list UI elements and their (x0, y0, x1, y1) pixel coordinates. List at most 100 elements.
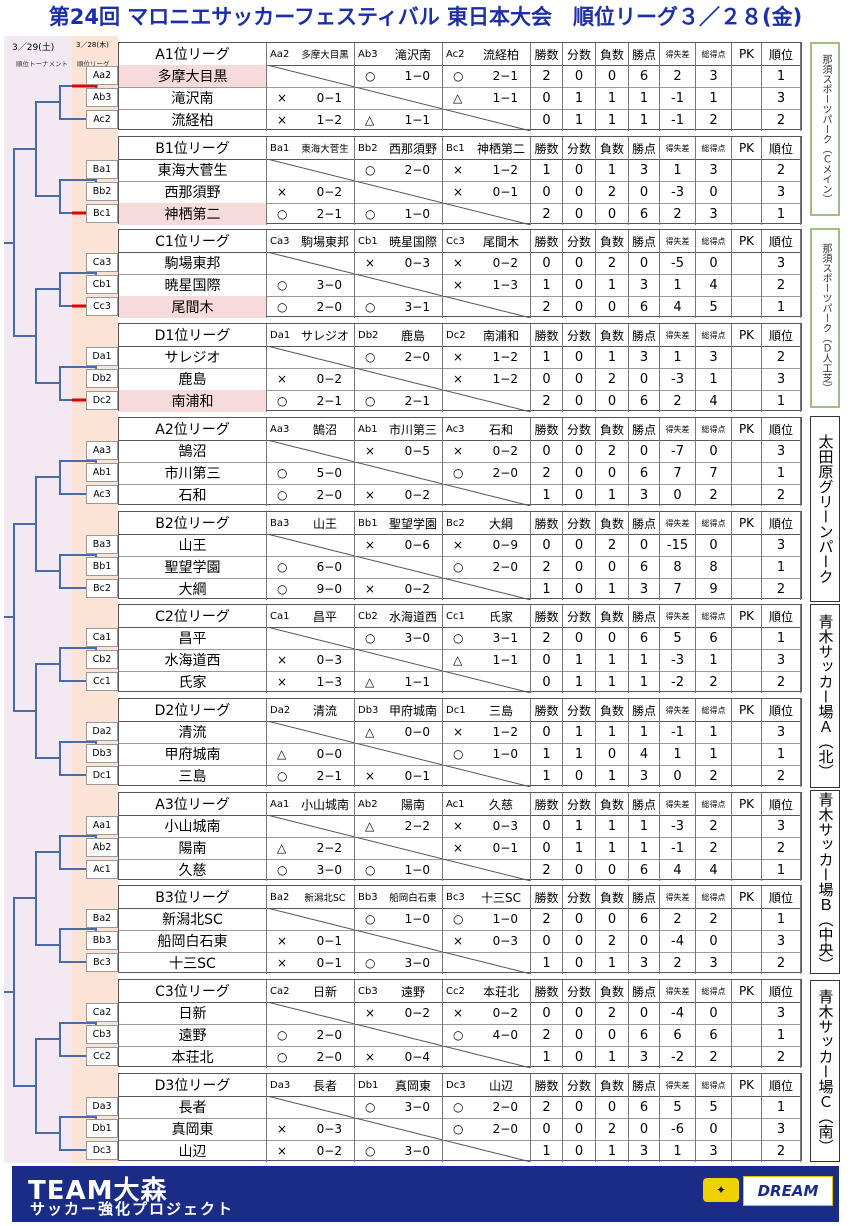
result-score: 1−3 (492, 278, 518, 292)
header-draw: 分数 (563, 980, 596, 1002)
stat-win: 0 (531, 109, 563, 131)
stat-pts: 6 (629, 908, 660, 930)
result-mark: × (365, 582, 376, 596)
stat-pts: 1 (629, 721, 660, 743)
stat-rank: 1 (762, 627, 801, 649)
stat-gf: 4 (696, 859, 732, 881)
stat-gd: 5 (660, 627, 696, 649)
column-code: Ab2 (358, 798, 378, 810)
stat-pts: 0 (629, 252, 660, 274)
stat-lose: 2 (596, 930, 629, 952)
stat-win: 1 (531, 1140, 563, 1162)
stat-pts: 6 (629, 296, 660, 318)
result-score: 2−0 (492, 466, 518, 480)
team-name: サレジオ (119, 346, 267, 368)
result-mark: × (453, 256, 464, 270)
team-code: Da3 (86, 1097, 118, 1116)
stat-win: 2 (531, 462, 563, 484)
match-result: ×1−2 (443, 159, 531, 181)
diagonal-line (443, 952, 530, 974)
stat-gd: -3 (660, 181, 696, 203)
footer-banner: TEAM大森 サッカー強化プロジェクト ✦ DREAM (12, 1166, 839, 1222)
header-pts: 勝点 (629, 230, 660, 252)
column-team-name: 新潟北SC (304, 893, 346, 904)
stat-gf: 0 (696, 252, 732, 274)
stat-draw: 0 (563, 534, 596, 556)
diagonal-line (355, 181, 442, 203)
team-name: 暁星国際 (119, 274, 267, 296)
diagonal-line (267, 534, 354, 556)
match-result: ×0−9 (443, 534, 531, 556)
result-mark: × (453, 1006, 464, 1020)
stat-gd: 1 (660, 743, 696, 765)
team-name: 水海道西 (119, 649, 267, 671)
result-mark: ○ (365, 207, 376, 221)
diagonal-line (355, 274, 442, 296)
team-code: Db1 (86, 1119, 118, 1138)
result-mark: × (365, 538, 376, 552)
header-gd: 得失差 (660, 1074, 696, 1096)
match-result: ○4−0 (443, 1024, 531, 1046)
stat-draw: 1 (563, 721, 596, 743)
column-code: Ab1 (358, 423, 378, 435)
stat-pts: 3 (629, 484, 660, 506)
stat-lose: 1 (596, 159, 629, 181)
stat-rank: 3 (762, 534, 801, 556)
result-score: 0−2 (492, 1006, 518, 1020)
header-pts: 勝点 (629, 980, 660, 1002)
result-mark: ○ (277, 582, 288, 596)
header-draw: 分数 (563, 605, 596, 627)
result-score: 0−2 (404, 1006, 430, 1020)
stat-gf: 2 (696, 484, 732, 506)
venue-label: 太田原グリーンパーク (810, 416, 840, 602)
column-team-name: 神栖第二 (476, 141, 525, 156)
header-lose: 負数 (596, 793, 629, 815)
result-score: 0−2 (316, 185, 342, 199)
stat-gf: 0 (696, 181, 732, 203)
team-name: 石和 (119, 484, 267, 506)
team-name: 尾間木 (119, 296, 267, 318)
column-code: Ac1 (446, 798, 465, 810)
result-score: 3−0 (316, 278, 342, 292)
stat-pts: 3 (629, 346, 660, 368)
team-code: Da2 (86, 722, 118, 741)
column-team-name: 東海大菅生 (301, 144, 349, 155)
header-draw: 分数 (563, 230, 596, 252)
venue-label: 青木サッカー場Ｂ（中央） (810, 790, 840, 974)
team-name: 昌平 (119, 627, 267, 649)
stat-gd: 1 (660, 274, 696, 296)
result-score: 0−3 (492, 819, 518, 833)
column-team-name: 鹿島 (400, 328, 425, 343)
match-result: ×0−4 (355, 1046, 443, 1068)
result-score: 2−0 (404, 163, 430, 177)
result-mark: × (365, 256, 376, 270)
stat-lose: 2 (596, 1002, 629, 1024)
team-code: Dc1 (86, 766, 118, 785)
stat-rank: 3 (762, 1118, 801, 1140)
match-result: △1−1 (355, 109, 443, 131)
stat-lose: 1 (596, 578, 629, 600)
stat-lose: 1 (596, 346, 629, 368)
stat-draw: 1 (563, 649, 596, 671)
match-result: ○2−0 (443, 1096, 531, 1118)
stat-rank: 2 (762, 578, 801, 600)
result-score: 0−3 (316, 1122, 342, 1136)
stat-pk (732, 1096, 762, 1118)
stat-gf: 2 (696, 1046, 732, 1068)
league-name: C1位リーグ (119, 230, 267, 252)
venue-label: 青木サッカー場Ａ（北） (810, 604, 840, 788)
